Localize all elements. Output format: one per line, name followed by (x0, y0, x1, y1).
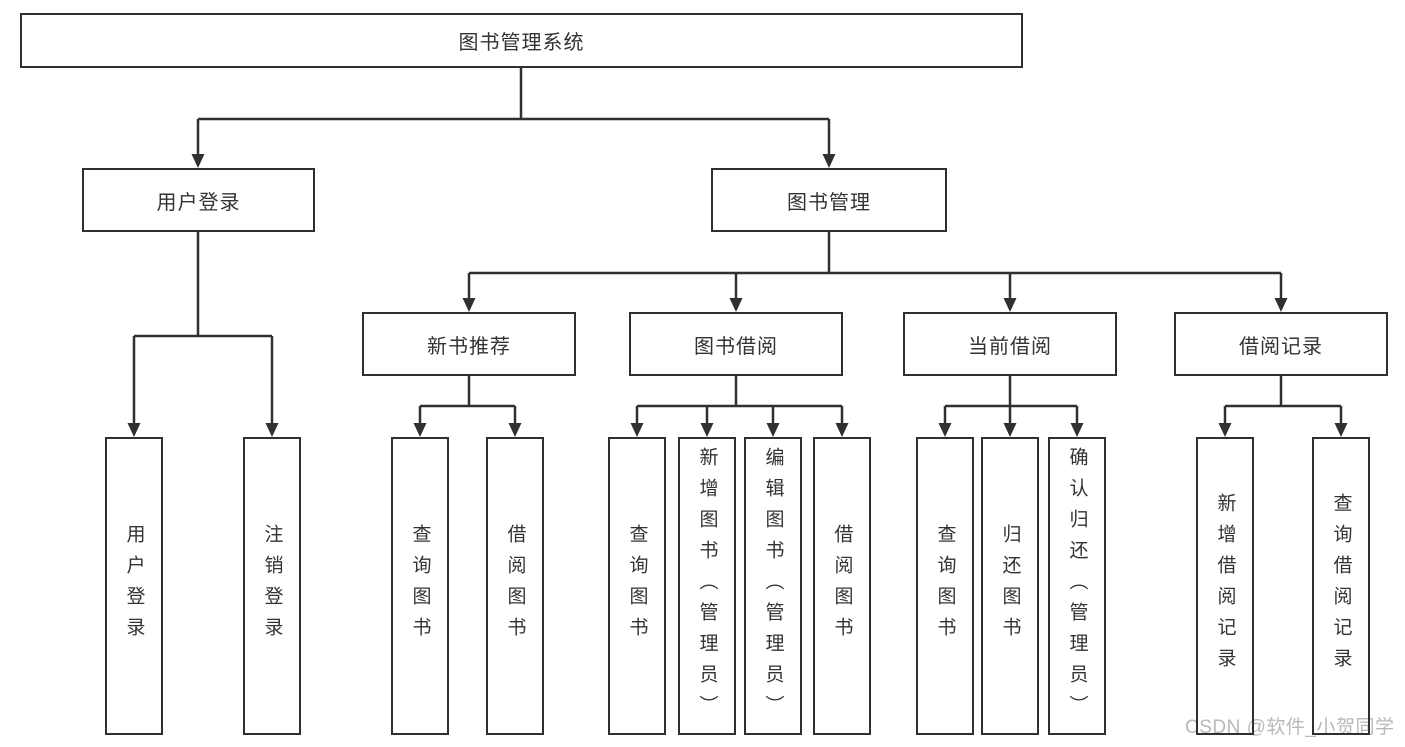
leaf-add-borrow-record: 新增借阅记录 (1196, 437, 1254, 735)
leaf-borrow-books-recommend: 借阅图书 (486, 437, 544, 735)
leaf-query-books-current: 查询图书 (916, 437, 974, 735)
leaf-user-login: 用户登录 (105, 437, 163, 735)
node-user-login: 用户登录 (82, 168, 315, 232)
leaf-query-books-recommend: 查询图书 (391, 437, 449, 735)
leaf-confirm-return-admin: 确认归还（管理员） (1048, 437, 1106, 735)
leaf-borrow-books: 借阅图书 (813, 437, 871, 735)
node-book-management: 图书管理 (711, 168, 947, 232)
leaf-query-books-borrowing: 查询图书 (608, 437, 666, 735)
leaf-logout: 注销登录 (243, 437, 301, 735)
leaf-add-book-admin: 新增图书（管理员） (678, 437, 736, 735)
leaf-query-borrow-record: 查询借阅记录 (1312, 437, 1370, 735)
leaf-edit-book-admin: 编辑图书（管理员） (744, 437, 802, 735)
node-borrowing-records: 借阅记录 (1174, 312, 1388, 376)
node-new-book-recommend: 新书推荐 (362, 312, 576, 376)
node-book-borrowing: 图书借阅 (629, 312, 843, 376)
node-current-borrowing: 当前借阅 (903, 312, 1117, 376)
leaf-return-book: 归还图书 (981, 437, 1039, 735)
node-library-management-system: 图书管理系统 (20, 13, 1023, 68)
csdn-watermark: CSDN @软件_小贺同学 (1185, 717, 1395, 738)
